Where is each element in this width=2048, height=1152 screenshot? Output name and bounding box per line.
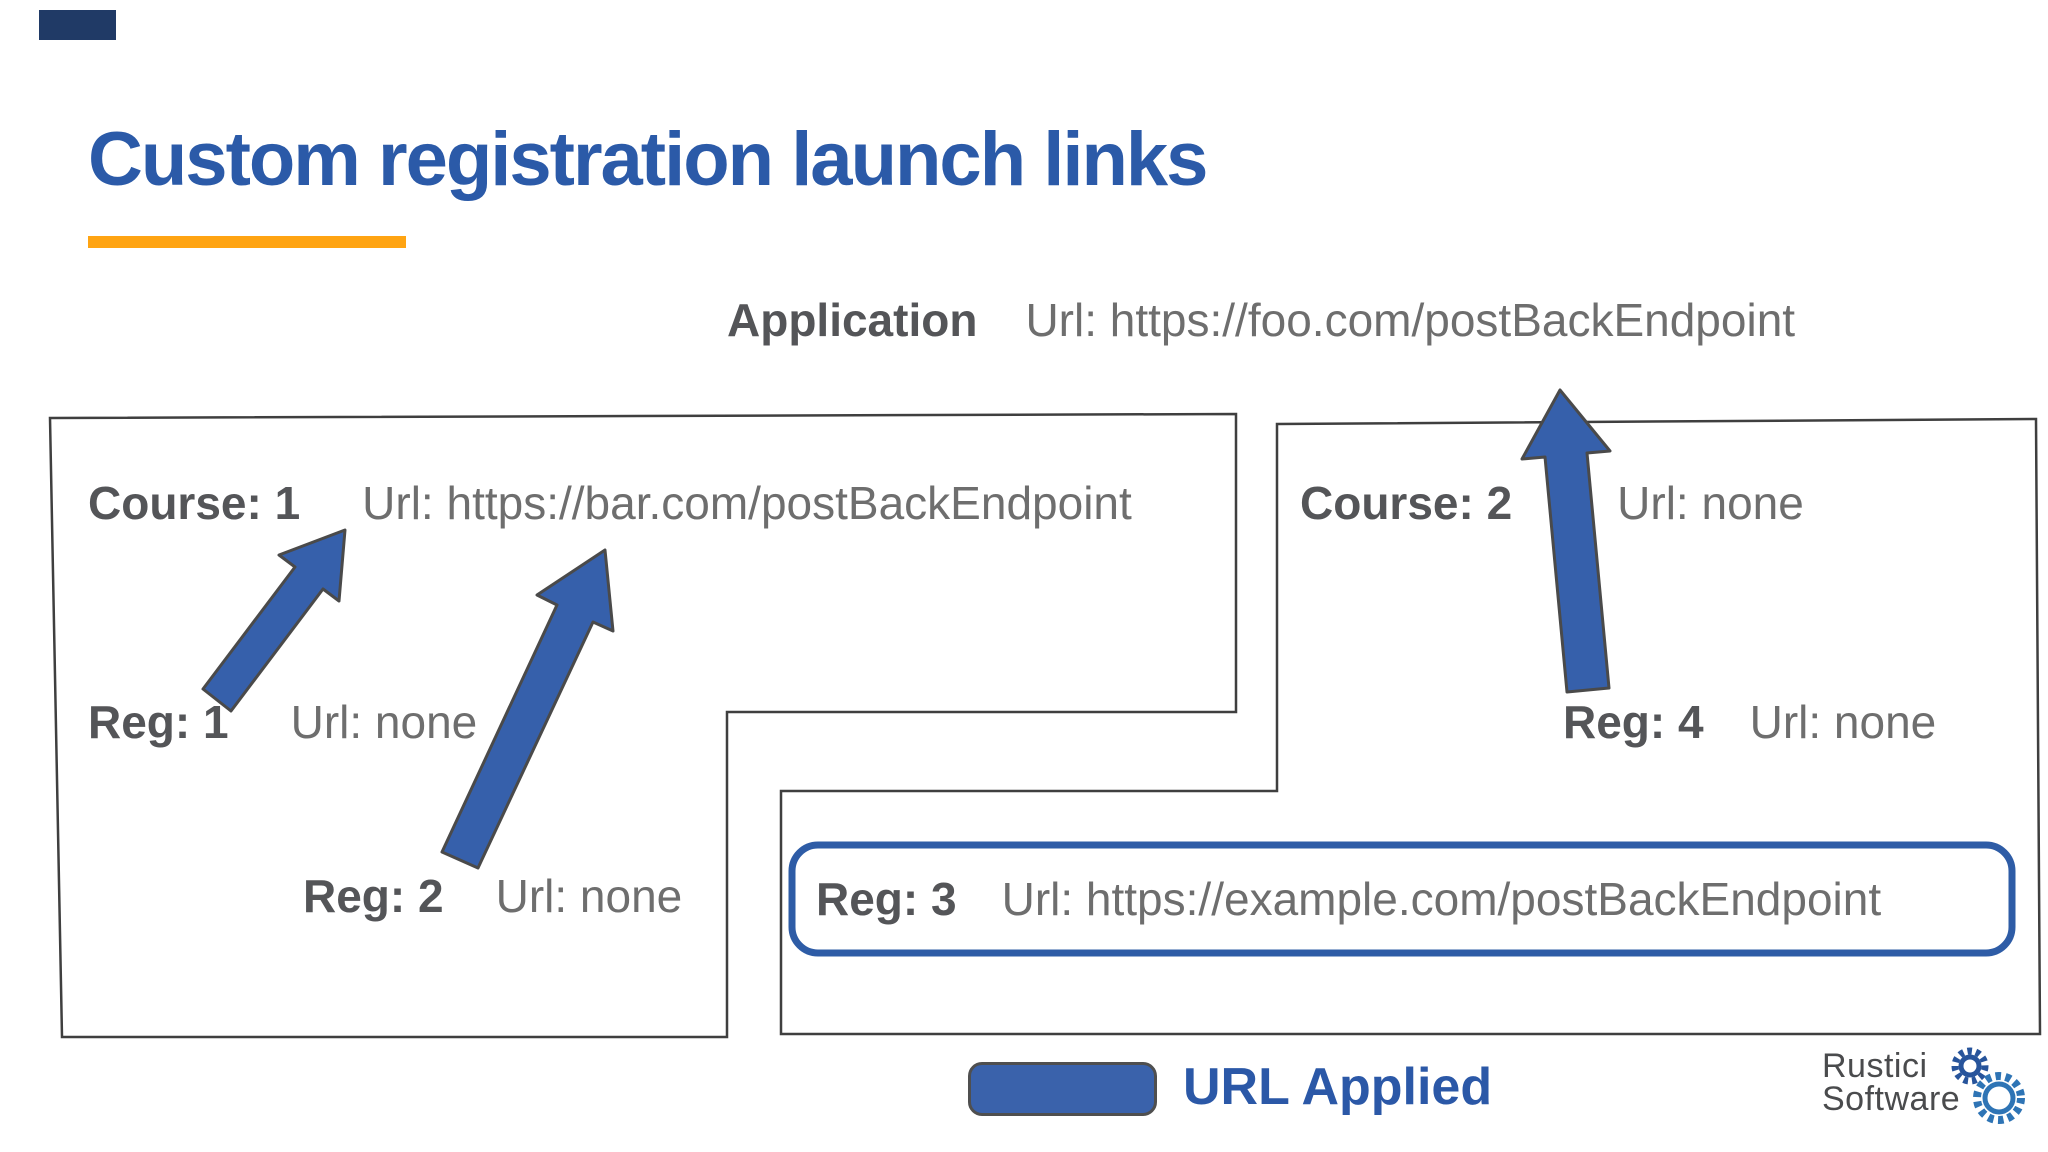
course-2-url: Url: none bbox=[1617, 477, 1804, 529]
reg-3-url: Url: https://example.com/postBackEndpoin… bbox=[1001, 873, 1882, 925]
legend-url-applied-label: URL Applied bbox=[1183, 1058, 1493, 1116]
reg-4-row: Reg: 4 Url: none bbox=[1563, 696, 1936, 748]
application-label: Application bbox=[727, 294, 978, 346]
course-1-row: Course: 1 Url: https://bar.com/postBackE… bbox=[88, 477, 1132, 529]
reg-3-highlight-box bbox=[788, 841, 2016, 957]
reg-1-label: Reg: 1 bbox=[88, 696, 229, 748]
logo-line-rustici: Rustici bbox=[1822, 1047, 1928, 1085]
reg-2-row: Reg: 2 Url: none bbox=[303, 870, 682, 922]
course-2-row: Course: 2 Url: none bbox=[1300, 477, 1804, 529]
arrow-reg4-to-application-url-icon bbox=[1520, 388, 1612, 694]
course-1-url: Url: https://bar.com/postBackEndpoint bbox=[362, 477, 1132, 529]
reg-3-label: Reg: 3 bbox=[816, 873, 957, 925]
application-row: Application Url: https://foo.com/postBac… bbox=[727, 294, 1795, 346]
title-underline bbox=[88, 236, 406, 248]
logo-line-software: Software bbox=[1822, 1080, 1961, 1118]
gear-icon-large bbox=[1973, 1072, 2025, 1124]
reg-1-url: Url: none bbox=[290, 696, 478, 748]
reg-3-row: Reg: 3 Url: https://example.com/postBack… bbox=[816, 873, 1881, 925]
reg-2-url: Url: none bbox=[495, 870, 683, 922]
reg-2-label: Reg: 2 bbox=[303, 870, 444, 922]
reg-4-url: Url: none bbox=[1749, 696, 1937, 748]
course-1-label: Course: 1 bbox=[88, 477, 301, 529]
reg-1-row: Reg: 1 Url: none bbox=[88, 696, 477, 748]
arrow-reg1-to-course1-url-icon bbox=[201, 528, 347, 713]
course-1-box bbox=[48, 412, 1238, 1039]
gear-icon-small bbox=[1951, 1047, 1989, 1085]
rustici-software-logo: Rustici Software bbox=[1822, 1047, 1961, 1118]
course-2-label: Course: 2 bbox=[1300, 477, 1513, 529]
application-url: Url: https://foo.com/postBackEndpoint bbox=[1025, 294, 1796, 346]
legend-url-applied-swatch bbox=[968, 1062, 1157, 1116]
corner-accent-bar bbox=[39, 10, 116, 40]
page-title: Custom registration launch links bbox=[88, 117, 1208, 202]
arrow-reg2-to-course1-url-icon bbox=[440, 548, 615, 870]
reg-4-label: Reg: 4 bbox=[1563, 696, 1704, 748]
course-2-box bbox=[779, 417, 2042, 1036]
